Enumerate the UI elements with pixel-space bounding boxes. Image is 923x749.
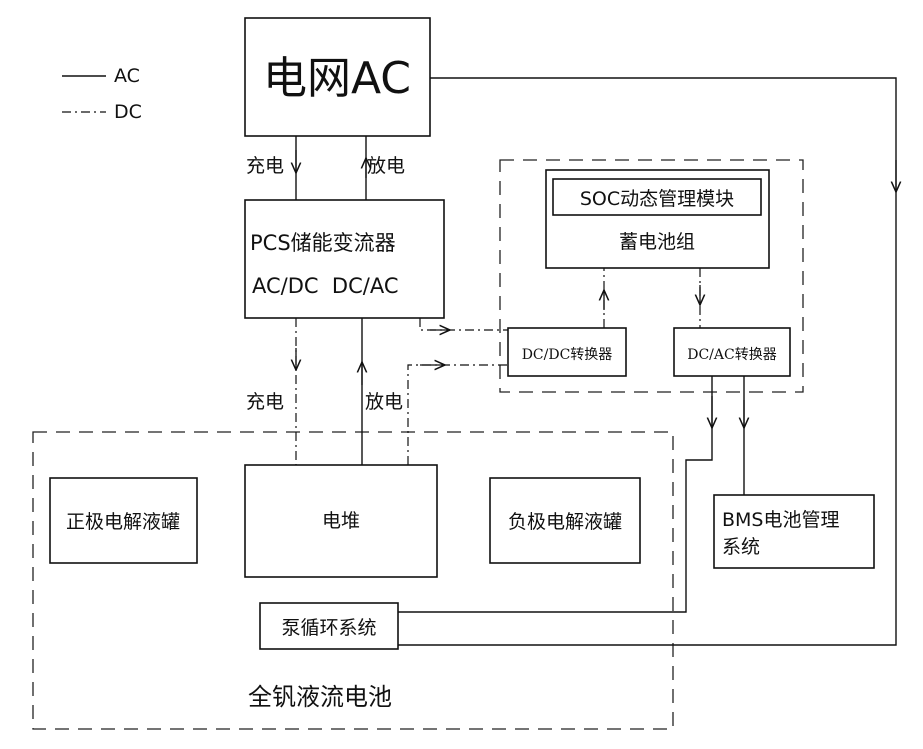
legend-ac-label: AC: [114, 65, 140, 87]
dcdc-label: DC/DC转换器: [522, 346, 613, 363]
node-negative-tank: 负极电解液罐: [490, 478, 640, 563]
label-charge-top: 充电: [246, 155, 284, 177]
label-discharge-bottom: 放电: [365, 391, 403, 413]
node-positive-tank: 正极电解液罐: [50, 478, 197, 563]
node-battery: SOC动态管理模块 蓄电池组: [546, 170, 769, 268]
stack-label: 电堆: [322, 510, 360, 532]
dcac-label: DC/AC转换器: [687, 346, 776, 363]
label-charge-bottom: 充电: [246, 391, 284, 413]
grid-label: 电网AC: [263, 53, 411, 104]
pump-label: 泵循环系统: [281, 617, 376, 639]
node-stack: 电堆: [245, 465, 437, 577]
flow-battery-label: 全钒液流电池: [248, 683, 392, 711]
node-dcdc: DC/DC转换器: [508, 328, 626, 376]
label-discharge-top: 放电: [367, 155, 405, 177]
pcs-title: PCS储能变流器: [250, 231, 396, 255]
negative-tank-label: 负极电解液罐: [508, 511, 622, 533]
bms-label-line1: BMS电池管理: [722, 509, 840, 531]
edge-pcs-dcdc: [420, 318, 508, 330]
legend-dc-label: DC: [114, 101, 142, 123]
node-pcs: PCS储能变流器 AC/DC DC/AC: [245, 200, 444, 318]
pcs-modes: AC/DC DC/AC: [252, 274, 399, 298]
bms-label-line2: 系统: [722, 536, 760, 558]
node-dcac: DC/AC转换器: [674, 328, 790, 376]
soc-label: SOC动态管理模块: [580, 188, 734, 210]
edge-stack-dcdc: [408, 365, 508, 465]
positive-tank-label: 正极电解液罐: [66, 511, 180, 533]
battery-label: 蓄电池组: [619, 231, 695, 253]
node-bms: BMS电池管理 系统: [714, 495, 874, 568]
node-grid: 电网AC: [245, 18, 430, 136]
node-pump: 泵循环系统: [260, 603, 398, 649]
legend: AC DC: [62, 65, 142, 123]
